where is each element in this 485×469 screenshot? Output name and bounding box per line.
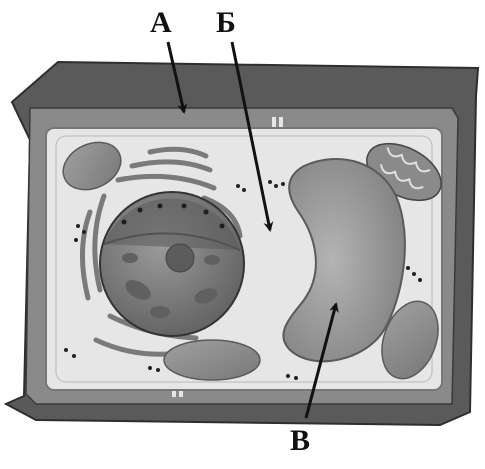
label-v: В bbox=[290, 426, 310, 456]
label-b: Б bbox=[216, 8, 236, 38]
plastid-bottom-center bbox=[164, 340, 260, 380]
label-a: А bbox=[150, 8, 172, 38]
nucleus bbox=[100, 192, 244, 336]
